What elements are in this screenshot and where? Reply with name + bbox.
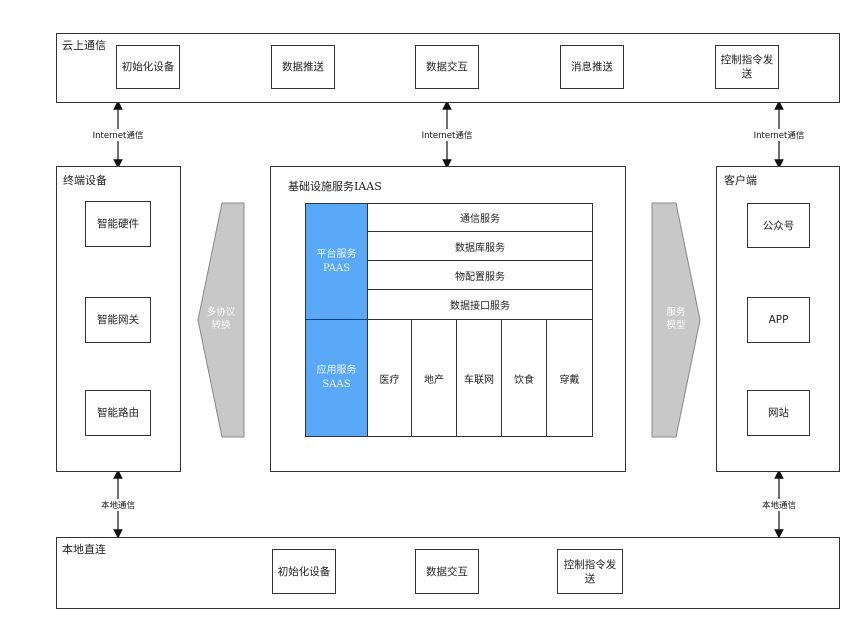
paas-service-communication[interactable]: 通信服务 <box>367 203 593 232</box>
saas-label-line2: SAAS <box>322 379 351 390</box>
saas-app-medical[interactable]: 医疗 <box>367 319 412 437</box>
cloud-node-init-device[interactable]: 初始化设备 <box>116 45 180 89</box>
right-service-arrow <box>651 202 701 438</box>
left-arrow-label-line1: 多协议 <box>206 307 236 318</box>
cloud-node-control-command[interactable]: 控制指令发送 <box>715 45 779 89</box>
cloud-node-data-exchange[interactable]: 数据交互 <box>415 45 479 89</box>
cloud-node-data-push[interactable]: 数据推送 <box>271 45 335 89</box>
saas-block[interactable]: 应用服务 SAAS <box>305 319 368 437</box>
left-conversion-arrow <box>197 202 245 438</box>
internet-link-mid-label: Internet通信 <box>420 129 474 141</box>
infra-panel-title: 基础设施服务IAAS <box>288 180 382 193</box>
client-node-website[interactable]: 网站 <box>747 390 810 436</box>
local-link-right-label: 本地通信 <box>760 499 798 511</box>
local-node-data-exchange[interactable]: 数据交互 <box>415 549 479 594</box>
paas-service-data-interface[interactable]: 数据接口服务 <box>367 289 593 320</box>
cloud-node-message-push[interactable]: 消息推送 <box>560 45 624 89</box>
client-node-official-account[interactable]: 公众号 <box>747 203 810 248</box>
saas-label-line1: 应用服务 <box>316 365 357 376</box>
right-arrow-label-line2: 模型 <box>666 320 686 331</box>
paas-service-config[interactable]: 物配置服务 <box>367 260 593 290</box>
left-arrow-label-line2: 转换 <box>211 320 231 331</box>
paas-service-database[interactable]: 数据库服务 <box>367 231 593 261</box>
internet-link-right-label: Internet通信 <box>752 129 806 141</box>
left-arrow-label: 多协议 转换 <box>206 306 236 332</box>
saas-app-food[interactable]: 饮食 <box>501 319 547 437</box>
client-node-app[interactable]: APP <box>747 297 810 343</box>
terminal-node-smart-gateway[interactable]: 智能网关 <box>85 297 151 343</box>
right-arrow-label: 服务 模型 <box>661 306 691 332</box>
client-panel-title: 客户端 <box>724 174 757 187</box>
cloud-panel-title: 云上通信 <box>62 39 106 52</box>
local-node-control-command[interactable]: 控制指令发送 <box>557 549 623 594</box>
saas-app-wearable[interactable]: 穿戴 <box>546 319 593 437</box>
terminal-node-smart-hardware[interactable]: 智能硬件 <box>85 201 151 247</box>
local-node-init-device[interactable]: 初始化设备 <box>272 549 336 594</box>
saas-app-connected-car[interactable]: 车联网 <box>456 319 502 437</box>
paas-label-line2: PAAS <box>322 262 351 274</box>
local-panel-title: 本地直连 <box>62 543 106 556</box>
local-link-left-label: 本地通信 <box>99 499 137 511</box>
paas-block[interactable]: 平台服务 PAAS <box>305 203 368 320</box>
saas-app-real-estate[interactable]: 地产 <box>411 319 457 437</box>
terminal-node-smart-router[interactable]: 智能路由 <box>85 390 151 436</box>
right-arrow-label-line1: 服务 <box>666 307 686 318</box>
internet-link-left-label: Internet通信 <box>91 129 145 141</box>
paas-label-line1: 平台服务 <box>316 248 357 260</box>
terminal-panel-title: 终端设备 <box>63 174 107 187</box>
